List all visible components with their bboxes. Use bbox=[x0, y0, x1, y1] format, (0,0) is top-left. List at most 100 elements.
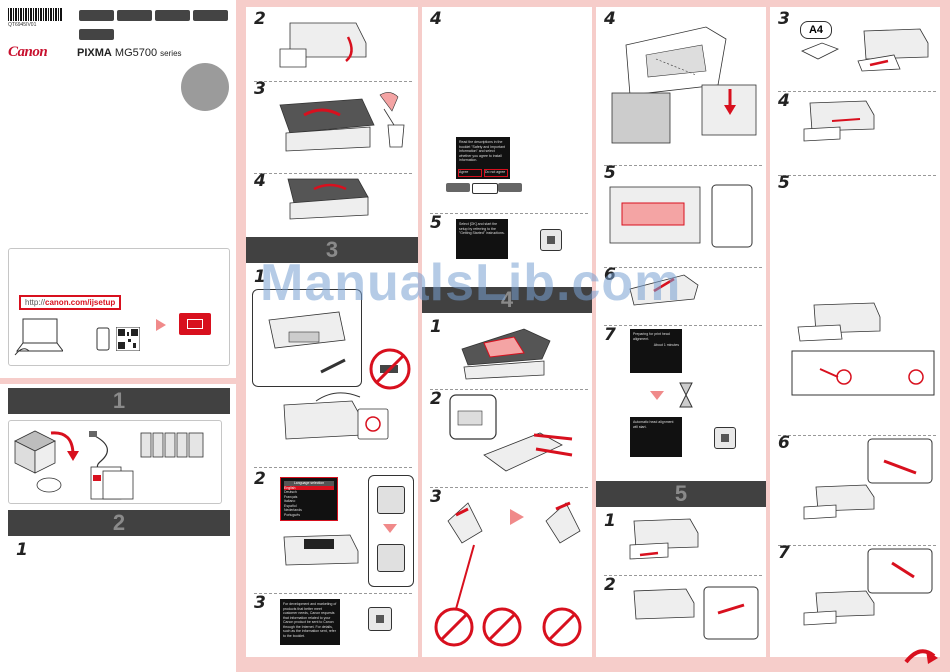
divider bbox=[604, 267, 762, 268]
step-number: 3 bbox=[778, 9, 790, 29]
step-number: 1 bbox=[16, 540, 28, 560]
alignment-wait-text: About 1 minutes bbox=[653, 343, 679, 347]
no-usb-icon bbox=[369, 348, 411, 390]
canon-logo: Canon bbox=[8, 44, 48, 60]
extend-tray-illustration bbox=[803, 438, 933, 520]
remove-cap-illustration bbox=[434, 501, 582, 647]
divider bbox=[778, 91, 936, 92]
down-arrow-icon bbox=[650, 391, 664, 400]
smartphone-icon bbox=[96, 327, 110, 351]
agreement-screen: Read the descriptions in the booklet "Sa… bbox=[456, 137, 510, 179]
language-option[interactable]: Deutsch bbox=[284, 490, 297, 494]
open-scanner-illustration bbox=[461, 328, 551, 380]
step-number: 2 bbox=[254, 469, 266, 489]
divider bbox=[430, 389, 588, 390]
language-option[interactable]: Português bbox=[284, 512, 300, 517]
step-number: 6 bbox=[778, 433, 790, 453]
divider bbox=[778, 545, 936, 546]
divider bbox=[430, 213, 588, 214]
setup-url-prefix: http:// bbox=[25, 298, 46, 307]
language-option[interactable]: Italiano bbox=[284, 499, 296, 503]
ink-lamps-illustration bbox=[609, 184, 753, 248]
barcode-number: QT6945IV01 bbox=[8, 22, 37, 28]
agree-option[interactable]: Agree bbox=[458, 169, 482, 177]
divider bbox=[254, 81, 412, 82]
language-option[interactable]: English bbox=[284, 485, 334, 490]
box-illustration bbox=[14, 430, 79, 493]
print-app-icon bbox=[179, 313, 211, 335]
step-number: 5 bbox=[604, 163, 616, 183]
ok-button-icon[interactable] bbox=[540, 229, 562, 251]
printer-panel-illustration bbox=[283, 534, 359, 566]
paper-size-label: A4 bbox=[800, 21, 832, 39]
alignment-start-screen: Automatic head alignment will start. bbox=[630, 417, 682, 457]
step-number: 4 bbox=[604, 9, 616, 29]
nav-pad-ok[interactable] bbox=[377, 544, 405, 572]
setup-box: http://canon.com/ijsetup bbox=[8, 248, 230, 366]
column-3-panel: 4 Read the descriptions in the booklet "… bbox=[422, 7, 592, 657]
section-5-bar: 5 bbox=[596, 481, 766, 507]
model-suffix: series bbox=[160, 49, 182, 58]
language-option[interactable]: Français bbox=[284, 494, 298, 499]
region-circle bbox=[181, 63, 229, 111]
step-number: 2 bbox=[604, 575, 616, 595]
ok-button-icon[interactable] bbox=[714, 427, 736, 449]
hourglass-icon bbox=[679, 382, 693, 408]
step-number: 1 bbox=[604, 511, 616, 531]
step-number: 4 bbox=[430, 9, 442, 29]
divider bbox=[604, 575, 762, 576]
step-number: 3 bbox=[254, 593, 266, 613]
open-paper-tray-illustration bbox=[629, 518, 699, 560]
load-paper-illustration bbox=[857, 28, 929, 72]
step-number: 5 bbox=[778, 173, 790, 193]
language-tabs bbox=[79, 8, 236, 45]
ok-button-icon[interactable] bbox=[368, 607, 392, 631]
step-number: 1 bbox=[254, 267, 266, 287]
ink-tank-unwrap-illustration bbox=[449, 394, 573, 472]
ink-tanks-illustration bbox=[140, 432, 204, 458]
step-number: 2 bbox=[430, 389, 442, 409]
cover-panel: QT6945IV01 Canon PIXMA MG5700 series htt… bbox=[0, 0, 236, 378]
divider bbox=[604, 325, 762, 326]
printer-open-illustration bbox=[279, 22, 367, 68]
language-screen-title: Language selection bbox=[284, 481, 334, 486]
nav-pad-callout bbox=[368, 475, 414, 587]
language-option[interactable]: Nederlands bbox=[284, 508, 302, 512]
divider bbox=[430, 487, 588, 488]
section-1-2-panel: 1 2 1 bbox=[0, 384, 236, 672]
model-prefix: PIXMA bbox=[77, 47, 112, 59]
step-number: 6 bbox=[604, 265, 616, 285]
qr-code bbox=[116, 327, 140, 351]
divider bbox=[778, 175, 936, 176]
arrow-right-icon bbox=[156, 319, 166, 331]
close-cover-illustration bbox=[287, 178, 369, 220]
left-function-button[interactable] bbox=[446, 183, 470, 192]
nav-pad-up[interactable] bbox=[377, 486, 405, 514]
step-number: 5 bbox=[430, 213, 442, 233]
column-2-panel: 2 3 4 3 1 2 bbox=[246, 7, 418, 657]
step-number: 4 bbox=[254, 171, 266, 191]
setup-url[interactable]: http://canon.com/ijsetup bbox=[19, 295, 122, 310]
language-option[interactable]: Español bbox=[284, 503, 297, 508]
select-ok-screen: Select [OK] and start the setup by refer… bbox=[456, 219, 508, 259]
turn-page-arrow-icon[interactable] bbox=[900, 642, 940, 668]
model-name: MG5700 bbox=[114, 47, 158, 59]
step-number: 2 bbox=[254, 9, 266, 29]
section-2-bar: 2 bbox=[8, 510, 230, 536]
section-1-bar: 1 bbox=[8, 388, 230, 414]
box-contents bbox=[8, 420, 222, 504]
model-title: PIXMA MG5700 series bbox=[77, 47, 182, 59]
step-number: 7 bbox=[778, 543, 790, 563]
column-4-panel: 4 5 6 7 Preparing for print head alignme… bbox=[596, 7, 766, 657]
paper-stack-illustration bbox=[801, 42, 839, 60]
step-number: 3 bbox=[430, 487, 442, 507]
barcode bbox=[8, 8, 62, 21]
disagree-option[interactable]: Do not agree bbox=[484, 169, 508, 177]
divider bbox=[778, 435, 936, 436]
down-arrow-icon bbox=[383, 524, 397, 533]
right-function-button[interactable] bbox=[498, 183, 522, 192]
paper-guide-illustration bbox=[633, 586, 759, 640]
step-number: 7 bbox=[604, 325, 616, 345]
center-function-button[interactable] bbox=[472, 183, 498, 194]
